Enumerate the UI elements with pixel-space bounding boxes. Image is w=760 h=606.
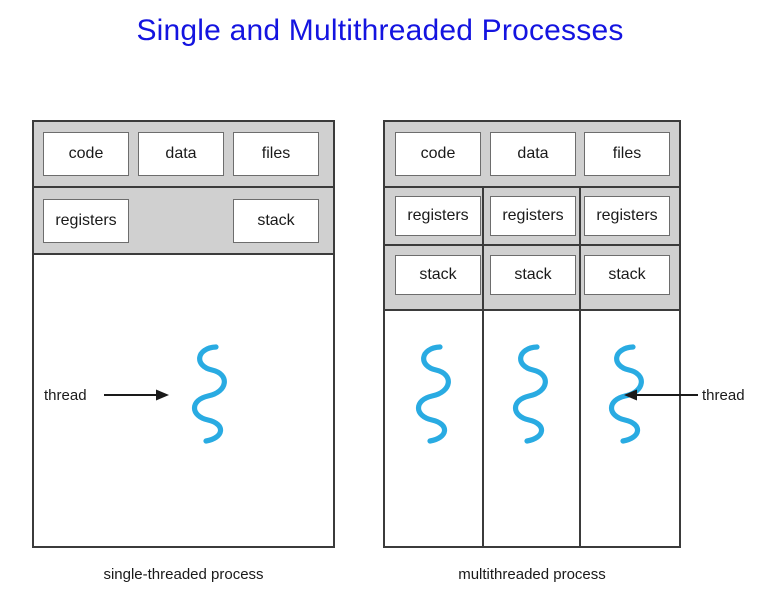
cell-data: data xyxy=(138,132,224,176)
cell-files: files xyxy=(584,132,670,176)
cell-stack: stack xyxy=(233,199,319,243)
cell-registers: registers xyxy=(395,196,481,236)
thread-column-divider-2 xyxy=(579,188,581,546)
thread-annotation-label-left: thread xyxy=(44,387,87,404)
page-title: Single and Multithreaded Processes xyxy=(136,14,624,47)
single-threaded-process-diagram: code data files registers stack xyxy=(32,120,335,548)
thread-squiggle-1 xyxy=(191,344,227,444)
cell-files: files xyxy=(233,132,319,176)
multi-registers-band: registers registers registers xyxy=(385,188,679,246)
caption-single-threaded-process: single-threaded process xyxy=(103,566,264,583)
cell-code: code xyxy=(395,132,481,176)
thread-squiggle-2 xyxy=(512,344,548,444)
thread-squiggle-1 xyxy=(415,344,451,444)
cell-registers: registers xyxy=(584,196,670,236)
multi-shared-resources-band: code data files xyxy=(385,122,679,188)
cell-registers: registers xyxy=(43,199,129,243)
cell-stack: stack xyxy=(584,255,670,295)
single-shared-resources-band: code data files xyxy=(34,122,333,188)
thread-annotation-label-right: thread xyxy=(702,387,745,404)
cell-stack: stack xyxy=(490,255,576,295)
multithreaded-process-diagram: code data files registers registers regi… xyxy=(383,120,681,548)
cell-data: data xyxy=(490,132,576,176)
cell-registers: registers xyxy=(490,196,576,236)
multi-stack-band: stack stack stack xyxy=(385,246,679,311)
thread-column-divider-1 xyxy=(482,188,484,546)
single-thread-state-band: registers stack xyxy=(34,188,333,255)
cell-stack: stack xyxy=(395,255,481,295)
cell-code: code xyxy=(43,132,129,176)
caption-multithreaded-process: multithreaded process xyxy=(458,566,606,583)
thread-squiggle-3 xyxy=(608,344,644,444)
